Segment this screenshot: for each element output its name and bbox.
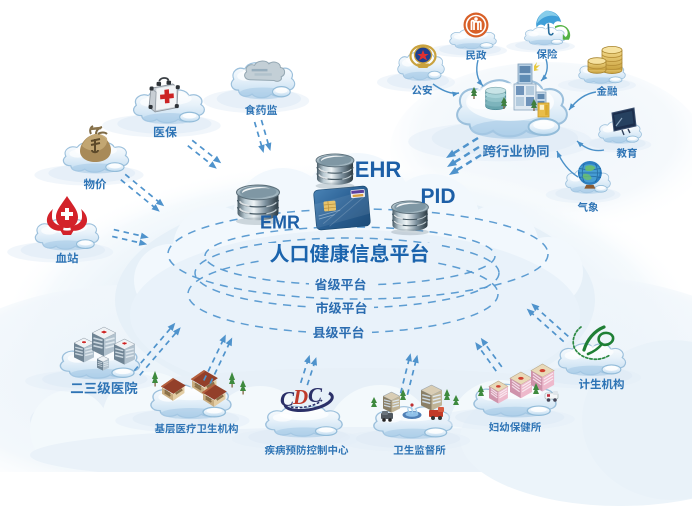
svg-text:EHR: EHR — [355, 157, 402, 182]
svg-text:C: C — [280, 387, 295, 411]
svg-text:PID: PID — [420, 185, 455, 208]
svg-text:EMR: EMR — [260, 213, 300, 233]
svg-text:D: D — [292, 385, 308, 409]
svg-text:C: C — [308, 383, 323, 407]
